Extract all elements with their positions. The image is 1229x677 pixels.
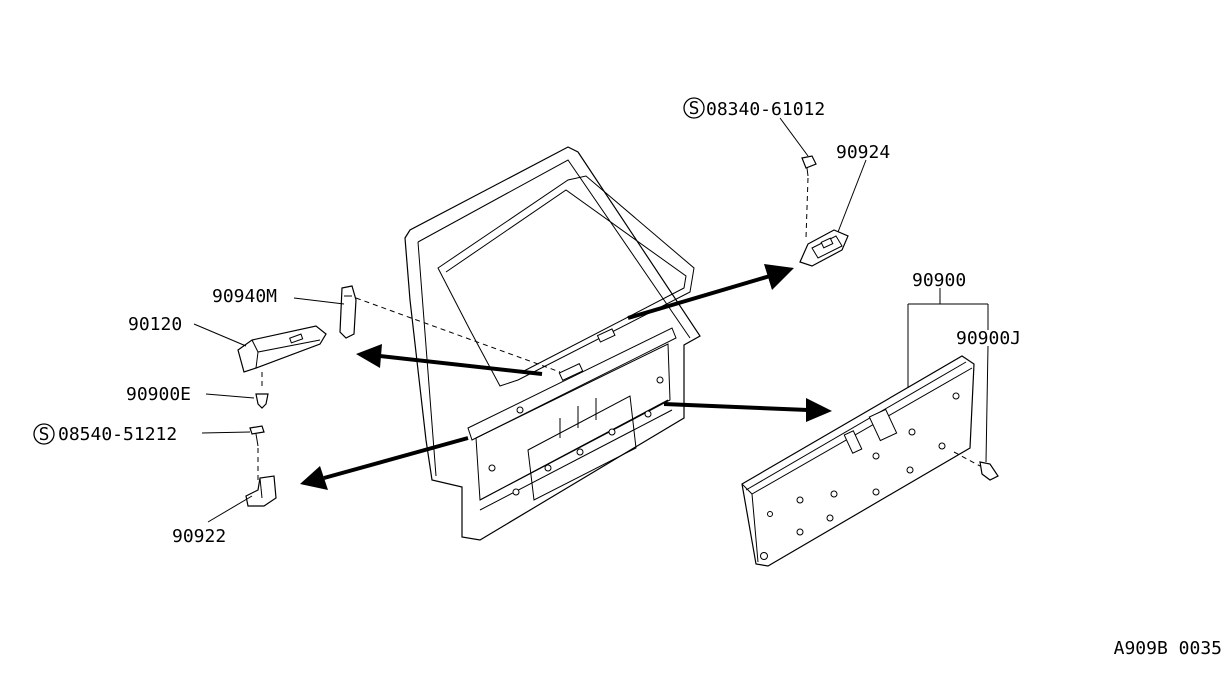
svg-text:S: S xyxy=(39,424,50,445)
leader-panel-bracket xyxy=(907,288,989,388)
leader-top-bracket xyxy=(837,159,867,233)
leader-left-bracket xyxy=(193,323,247,347)
label-bracket-lower: 90922 xyxy=(172,526,226,547)
handle xyxy=(339,285,357,339)
label-handle: 90940M xyxy=(212,286,277,307)
arrow-to-handle xyxy=(356,344,543,376)
label-clip-left: 90900E xyxy=(126,384,191,405)
svg-text:S: S xyxy=(689,98,700,119)
back-door xyxy=(404,146,701,541)
label-panel-clip: 90900J xyxy=(956,328,1021,349)
leader-top-screw xyxy=(779,117,809,157)
left-clip xyxy=(255,372,269,409)
left-bracket xyxy=(237,325,327,373)
label-screw-top: S 08340-61012 xyxy=(683,97,825,120)
leader-panel-clip xyxy=(985,345,989,463)
svg-text:08340-61012: 08340-61012 xyxy=(706,99,825,120)
leader-left-screw xyxy=(201,431,251,434)
panel-clip xyxy=(953,451,999,481)
back-door-panel xyxy=(741,355,975,567)
lower-bracket xyxy=(245,475,277,507)
arrow-to-top-bracket xyxy=(627,264,794,320)
arrow-to-lower-bracket xyxy=(300,436,469,490)
diagram-code: A909B 0035 xyxy=(1114,638,1222,659)
leader-lower-bracket xyxy=(207,495,253,523)
leader-left-clip xyxy=(205,393,255,399)
leader-handle xyxy=(293,297,345,305)
left-screw xyxy=(249,425,265,480)
label-bracket-top: 90924 xyxy=(836,142,890,163)
label-screw-left: S 08540-51212 xyxy=(33,423,177,445)
handle-dash-line xyxy=(355,297,561,373)
arrow-to-panel xyxy=(663,398,832,422)
label-panel: 90900 xyxy=(912,270,966,291)
top-bracket xyxy=(799,229,849,267)
label-bracket-left: 90120 xyxy=(128,314,182,335)
top-screw xyxy=(801,155,817,239)
svg-text:08540-51212: 08540-51212 xyxy=(58,424,177,445)
